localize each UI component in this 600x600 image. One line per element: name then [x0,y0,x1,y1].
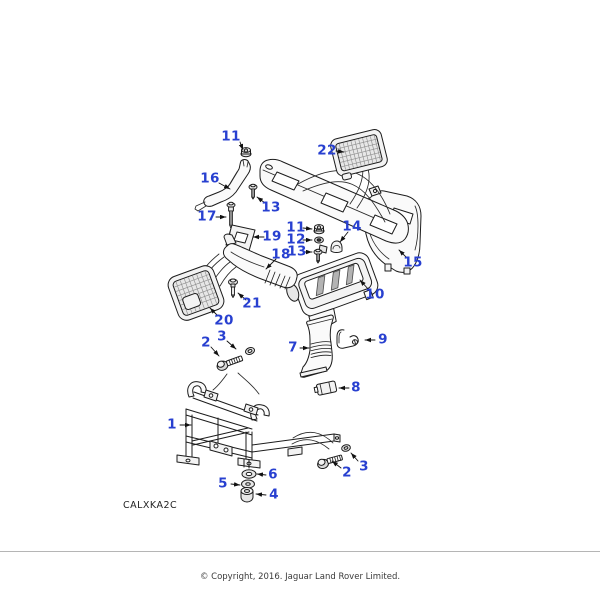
callout-part-10-vent-housing: 10 [365,286,385,303]
connector-block-8 [313,380,338,396]
leader-line-washer-upper-stack [256,472,267,477]
hex-nut-11-mid [313,224,325,235]
retaining-clip-9 [336,329,359,349]
screw-13-upper [248,183,258,200]
leader-line-hex-nut-top [238,141,244,151]
leader-line-side-duct [265,258,277,270]
vent-grille-20 [167,265,225,321]
leader-line-bolt-left [210,346,220,357]
callout-part-16-support-bracket: 16 [200,170,220,187]
leader-line-hex-nut-mid [302,226,313,231]
bolt-2-right [317,454,343,470]
vent-grille-22 [330,129,388,181]
screw-21 [228,278,238,298]
callout-part-12-washer-small: 12 [286,231,306,248]
spire-clip-14 [330,240,343,253]
leader-line-washer-right [350,452,359,462]
bush-4 [240,487,254,503]
leader-line-bolt-right [331,460,342,469]
leader-line-screw-upper [256,196,266,204]
leader-line-washer-mid-stack [230,482,241,487]
washer-3-right [341,444,351,452]
callout-part-15-end-panel: 15 [403,254,423,271]
callout-part-1-mounting-frame: 1 [167,416,177,433]
callout-part-14-spire-clip: 14 [342,218,362,235]
callout-part-6-washer-upper-stack: 6 [268,466,278,483]
washer-3-left [245,347,255,355]
callout-part-11-hex-nut-top: 11 [221,128,241,145]
callout-part-22-vent-grille-upper: 22 [317,142,337,159]
leader-line-vent-grille-side [209,307,219,317]
leader-line-bush [255,492,267,497]
hex-nut-11-top [240,147,252,158]
leader-line-washer-left [226,340,237,350]
copyright-text: © Copyright, 2016. Jaguar Land Rover Lim… [199,572,401,582]
leader-line-support-bracket [218,182,231,190]
callout-part-3-washer-right: 3 [359,458,369,475]
callout-part-17-long-screw: 17 [197,208,217,225]
long-screw-17 [226,201,236,229]
callout-part-11-hex-nut-mid: 11 [286,219,306,236]
air-duct-7 [299,314,334,378]
bolt-2-left [216,355,244,371]
washer-5 [241,479,255,489]
assembly-guide-curves-lower [212,372,334,450]
callout-part-13-screw-upper: 13 [261,199,281,216]
washer-6 [241,469,257,479]
screw-13-mid [313,248,323,264]
mounting-frame-1 [176,381,341,469]
callout-part-2-bolt-right: 2 [342,464,352,481]
callout-part-7-air-duct: 7 [288,339,298,356]
callout-part-5-washer-mid-stack: 5 [218,475,228,492]
callout-part-3-washer-left: 3 [217,328,227,345]
callout-part-18-side-duct: 18 [271,246,291,263]
callout-part-21-screw-lower: 21 [242,295,262,312]
callout-part-8-connector-block: 8 [351,379,361,396]
leader-line-screw-lower [237,292,247,301]
leader-line-spire-clip [339,231,349,243]
leader-line-end-panel [398,249,408,259]
washer-12 [314,236,324,244]
callout-part-20-vent-grille-side: 20 [214,312,234,329]
leader-line-vent-housing [359,279,370,291]
callout-part-9-retaining-clip: 9 [378,331,388,348]
leader-lines-layer [179,141,408,497]
top-rail-panel [259,158,409,244]
leader-line-vent-grille-upper [335,149,345,154]
footer-divider [0,551,600,552]
callout-part-13-screw-mid: 13 [287,243,307,260]
callout-part-19-blanking-plate: 19 [262,228,282,245]
diagram-code: CALXKA2C [123,500,178,511]
callout-part-4-bush: 4 [269,486,279,503]
callout-part-2-bolt-left: 2 [201,334,211,351]
